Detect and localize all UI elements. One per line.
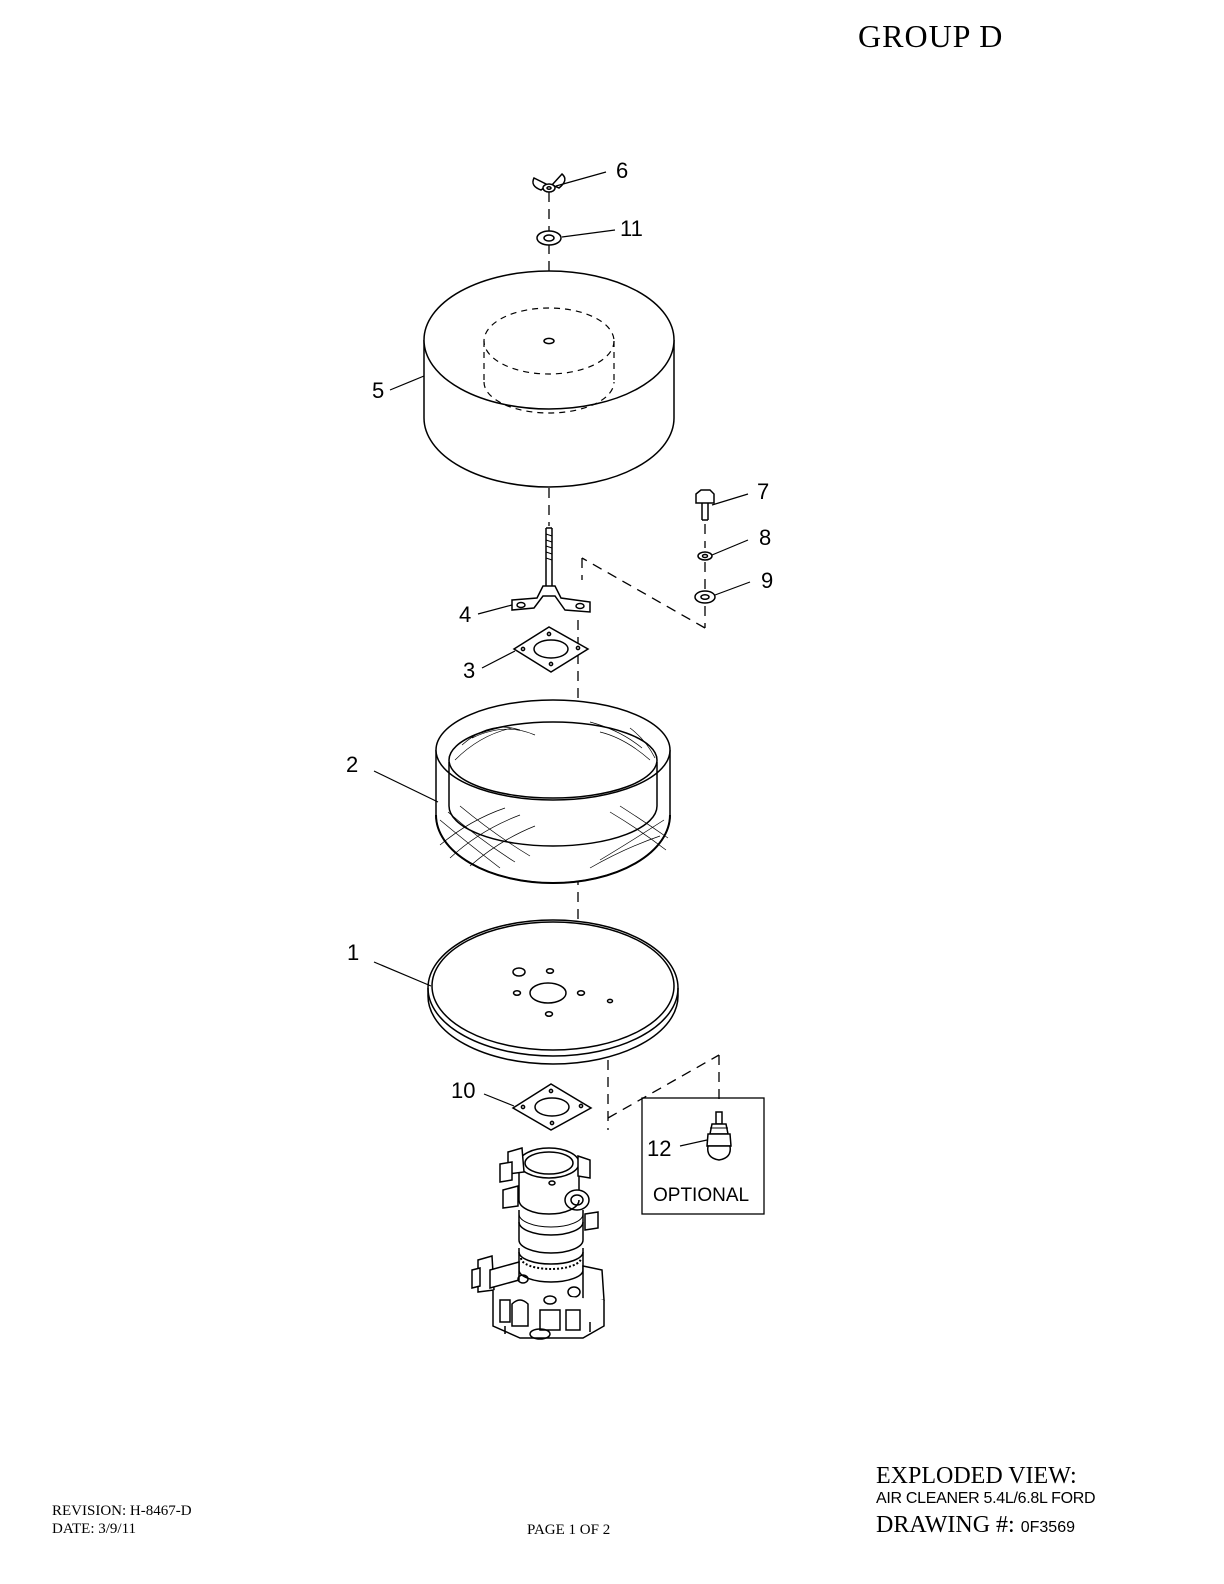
drawing-number-line: DRAWING #: 0F3569 [876, 1509, 1095, 1544]
part-11-washer [537, 231, 561, 245]
throttle-body-assembly [472, 1148, 604, 1339]
title-heading: EXPLODED VIEW: [876, 1463, 1095, 1489]
bolt-axis-dashes [582, 524, 705, 628]
revision-block: REVISION: H-8467-D DATE: 3/9/11 [52, 1502, 192, 1538]
part-10-gasket [513, 1084, 591, 1130]
part-5-air-cleaner-lid [424, 271, 674, 487]
revision-text: REVISION: H-8467-D [52, 1502, 192, 1520]
callout-2: 2 [346, 752, 358, 777]
part-1-base-pan [428, 920, 678, 1064]
callout-4: 4 [459, 602, 471, 627]
part-9-flat-washer [695, 591, 715, 603]
part-3-gasket [514, 627, 588, 672]
title-subtitle: AIR CLEANER 5.4L/6.8L FORD [876, 1489, 1095, 1509]
callout-12: 12 [647, 1136, 671, 1161]
optional-sensor-link [608, 1055, 719, 1118]
drawing-number: 0F3569 [1021, 1519, 1075, 1536]
drawing-label: DRAWING #: [876, 1512, 1021, 1538]
callout-10: 10 [451, 1078, 475, 1103]
callout-5: 5 [372, 378, 384, 403]
title-block: EXPLODED VIEW: AIR CLEANER 5.4L/6.8L FOR… [876, 1463, 1095, 1544]
callout-7: 7 [757, 479, 769, 504]
part-4-stud-bracket [512, 528, 590, 612]
part-8-lock-washer [698, 552, 712, 560]
part-6-wing-nut [533, 174, 565, 192]
part-2-filter-element [436, 700, 670, 883]
page-number: PAGE 1 OF 2 [527, 1522, 610, 1539]
callout-3: 3 [463, 658, 475, 683]
callout-1: 1 [347, 940, 359, 965]
callout-8: 8 [759, 525, 771, 550]
part-7-bolt [696, 490, 714, 520]
callout-9: 9 [761, 568, 773, 593]
callout-6: 6 [616, 158, 628, 183]
optional-label: OPTIONAL [653, 1185, 749, 1206]
date-text: DATE: 3/9/11 [52, 1520, 192, 1538]
part-12-sensor [707, 1112, 731, 1160]
callout-11: 11 [620, 216, 643, 241]
